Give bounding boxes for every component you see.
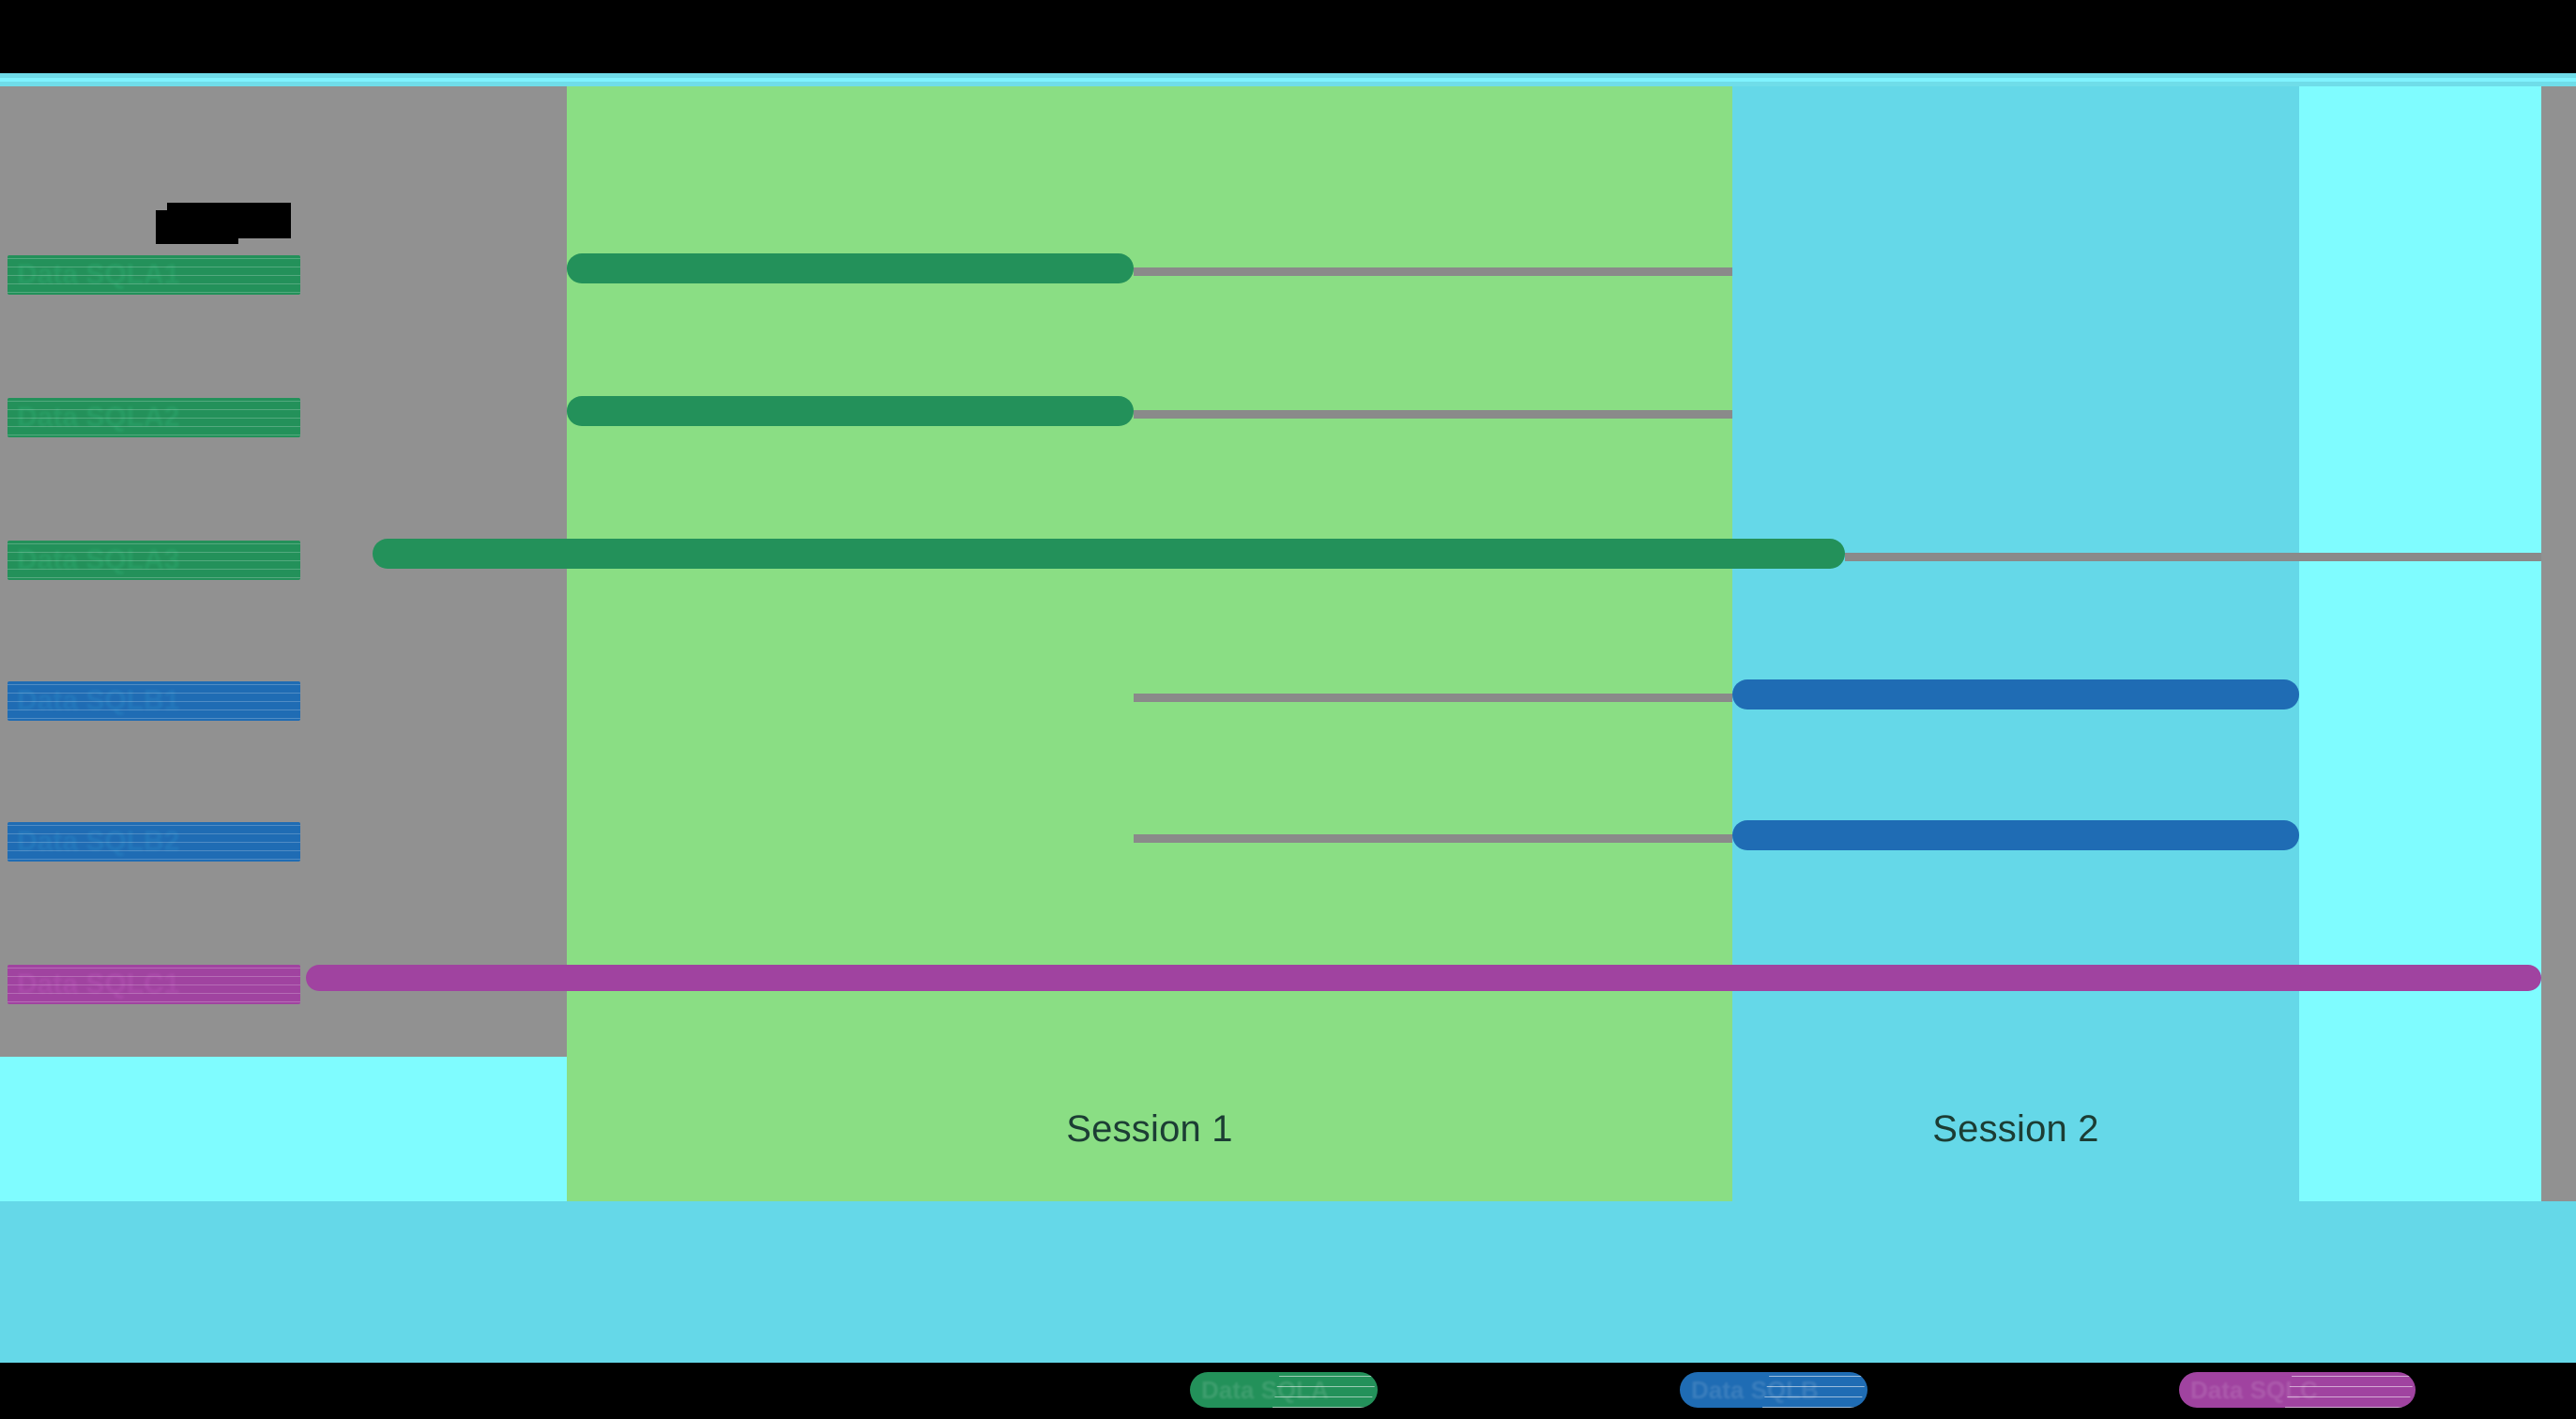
gantt-row: Data SQLA1 [0,252,2541,308]
legend-item-1[interactable]: Data SQLA [1190,1371,1378,1409]
gantt-bar-2[interactable] [567,396,1134,426]
gantt-row: Data SQLB1 [0,678,2541,734]
gantt-bar-6[interactable] [306,965,2541,991]
top-black-band [0,0,2576,73]
row-baseline [1134,834,1732,843]
row-label-5[interactable]: Data SQLB2 [8,822,300,862]
lower-cyan-band [0,1201,2576,1363]
row-baseline [1134,410,1732,419]
gantt-bar-3[interactable] [373,539,1845,569]
gantt-row: Data SQLA2 [0,394,2541,450]
gantt-row: Data SQLA3 [0,537,2541,593]
gantt-row: Data SQLC1 [0,961,2541,1017]
legend-swatch: Data SQLC [2179,1372,2416,1408]
gantt-bar-1[interactable] [567,253,1134,283]
row-label-text: Data SQLA1 [17,259,180,290]
gantt-bar-5[interactable] [1732,820,2299,850]
row-label-text: Data SQLB2 [17,826,180,857]
plot-footer-strip [0,1057,567,1201]
row-label-4[interactable]: Data SQLB1 [8,681,300,721]
plot-right-gutter [2541,86,2576,1201]
row-label-text: Data SQLC1 [17,969,180,999]
row-label-text: Data SQLA2 [17,402,180,433]
row-label-3[interactable]: Data SQLA3 [8,541,300,580]
row-label-6[interactable]: Data SQLC1 [8,965,300,1004]
row-baseline [1134,267,1732,276]
top-cyan-band-1 [0,73,2576,78]
row-baseline [1134,694,1732,702]
session-band-2 [1732,86,2299,1201]
row-label-text: Data SQLA3 [17,544,180,575]
row-label-text: Data SQLB1 [17,685,180,716]
legend-obscuring-overlay [1272,1372,1378,1408]
chart-title-redacted [156,203,291,244]
session-band-3 [2299,86,2541,1201]
gantt-row: Data SQLB2 [0,818,2541,875]
top-cyan-band-2 [0,78,2576,82]
row-label-1[interactable]: Data SQLA1 [8,255,300,295]
row-label-2[interactable]: Data SQLA2 [8,398,300,437]
legend-swatch: Data SQLB [1680,1372,1867,1408]
row-baseline [1845,553,2541,561]
legend-item-2[interactable]: Data SQLB [1680,1371,1867,1409]
chart-legend: Data SQLA Data SQLB Data SQLC [0,1363,2576,1419]
gantt-bar-4[interactable] [1732,679,2299,710]
legend-obscuring-overlay [2284,1372,2416,1408]
legend-obscuring-overlay [1761,1372,1867,1408]
legend-swatch: Data SQLA [1190,1372,1378,1408]
legend-item-3[interactable]: Data SQLC [2179,1371,2416,1409]
